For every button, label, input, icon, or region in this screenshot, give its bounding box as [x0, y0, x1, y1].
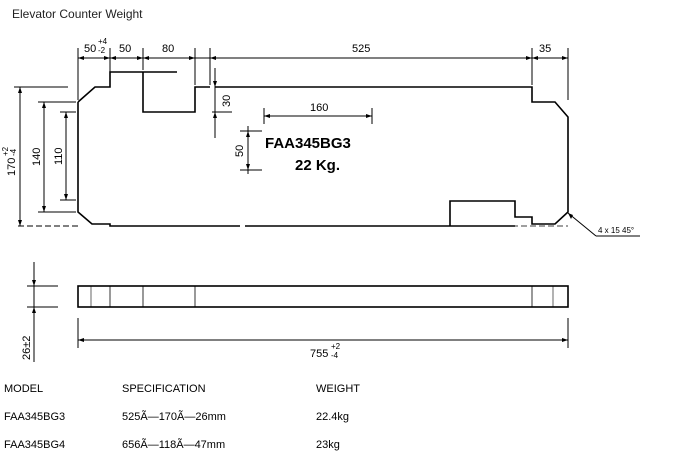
table-header-row: MODEL SPECIFICATION WEIGHT [4, 375, 436, 403]
dim-755-tol-down: -4 [331, 351, 339, 360]
dim-170-tol-down: -4 [9, 148, 18, 156]
dim-50-vertical: 50 [234, 145, 246, 157]
chamfer-callout: 4 x 15 45° [598, 226, 634, 235]
table-row: FAA345BG4 656Ã—118Ã—47mm 23kg [4, 431, 436, 459]
dim-110: 110 [53, 147, 65, 165]
cell-model: FAA345BG4 [4, 439, 66, 451]
dim-50-tol-down: -2 [98, 46, 106, 55]
header-specification: SPECIFICATION [122, 383, 206, 395]
dim-755-tol-up: +2 [331, 342, 341, 351]
dim-35: 35 [539, 43, 551, 55]
technical-drawing: 50 +4 -2 50 80 525 35 30 160 50 FAA345BG… [1, 37, 640, 362]
dim-525: 525 [352, 43, 370, 55]
cell-specification: 656Ã—118Ã—47mm [122, 439, 226, 451]
spec-table: MODEL SPECIFICATION WEIGHT FAA345BG3 525… [4, 375, 436, 459]
dim-50b: 50 [119, 43, 131, 55]
plate-outline-side-view [77, 285, 569, 308]
dim-170: 170 [6, 158, 18, 176]
cell-specification: 525Ã—170Ã—26mm [122, 411, 226, 423]
dim-140: 140 [31, 148, 43, 166]
model-label: FAA345BG3 [265, 135, 351, 152]
dimension-arrowheads [78, 56, 568, 60]
dim-755: 755 [310, 348, 328, 360]
cell-weight: 22.4kg [316, 411, 350, 423]
dim-170-tol-up: +2 [1, 146, 10, 156]
cell-weight: 23kg [316, 439, 340, 451]
header-weight: WEIGHT [316, 383, 360, 395]
dim-160: 160 [310, 102, 328, 114]
page-title: Elevator Counter Weight [12, 7, 143, 21]
dim-26: 26±2 [21, 336, 33, 360]
table-row: FAA345BG3 525Ã—170Ã—26mm 22.4kg [4, 403, 436, 431]
cell-model: FAA345BG3 [4, 411, 66, 423]
header-model: MODEL [4, 383, 44, 395]
dim-80: 80 [162, 43, 174, 55]
dim-50-top: 50 [84, 43, 96, 55]
dim-30: 30 [221, 95, 233, 107]
dim-50-tol-up: +4 [98, 37, 108, 46]
weight-label: 22 Kg. [295, 157, 340, 174]
